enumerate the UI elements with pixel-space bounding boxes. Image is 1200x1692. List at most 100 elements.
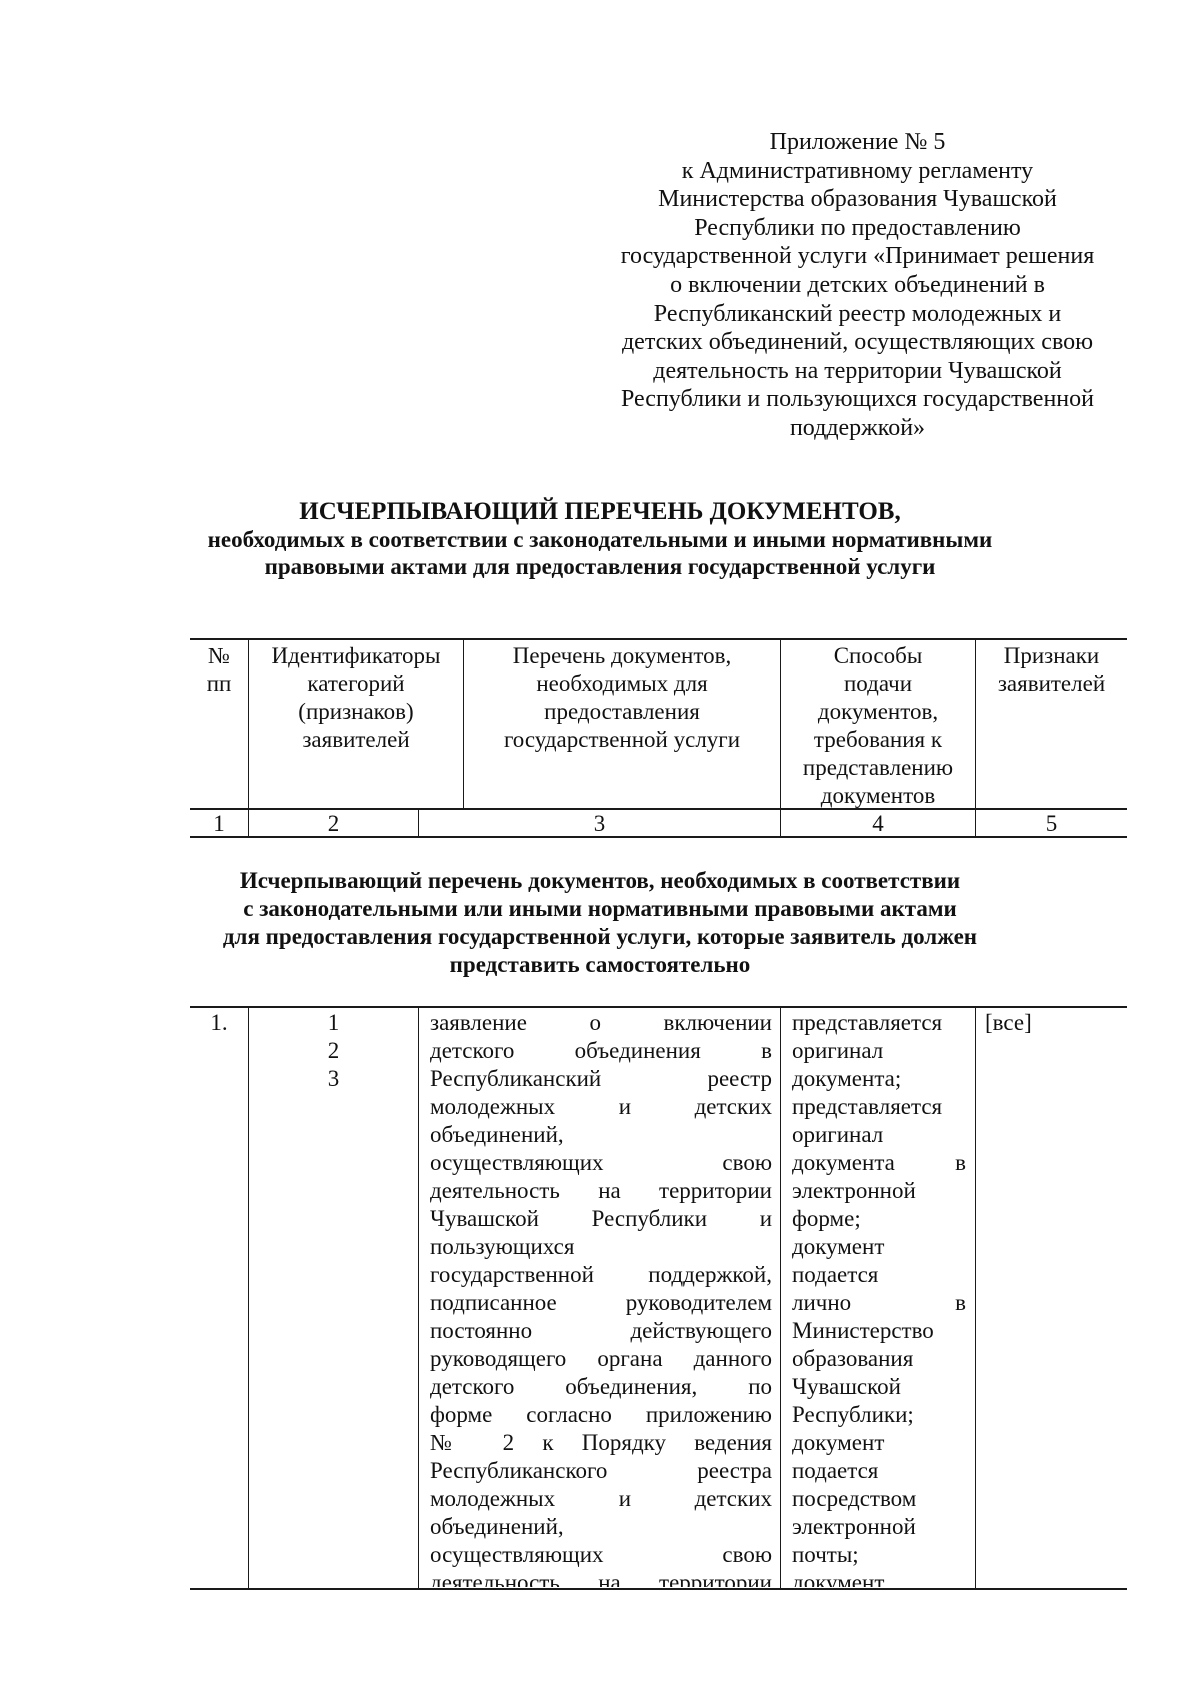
column-number: 1 [213,811,225,836]
header-text: категорий [307,671,405,696]
section-heading: Исчерпывающий перечень документов, необх… [150,867,1050,979]
header-text: представлению [802,755,954,780]
document-line: форме согласно приложению [430,1402,772,1427]
method-line: документ [792,1234,885,1259]
header-col-divider [780,638,781,836]
header-text: (признаков) [298,699,414,724]
column-number: 2 [327,811,340,836]
appendix-line: Приложение № 5 [769,129,946,155]
identifier-item: 3 [327,1066,340,1091]
document-line: осуществляющих свою [430,1542,772,1567]
document-line: руководящего органа данного [430,1346,772,1371]
appendix-line: деятельность на территории Чувашской [653,357,1062,384]
document-line: молодежных и детских [430,1486,772,1511]
body-col-divider [418,1006,419,1588]
header-cell-methods: Способы подачи документов, требования к … [781,642,975,810]
column-number: 3 [593,811,606,836]
method-line: документа; [792,1066,902,1091]
method-line: почты; [792,1542,859,1567]
method-line: посредством [792,1486,917,1511]
header-text: Перечень документов, [512,643,732,668]
method-line: представляется [792,1094,943,1119]
appendix-line: к Административному регламенту [681,157,1034,184]
body-col-divider [248,1006,249,1588]
method-line: подается [792,1458,879,1483]
method-line: документ [792,1430,885,1455]
method-line: оригинал [792,1122,884,1147]
method-line: электронной [792,1178,916,1203]
subtitle-line: правовыми актами для предоставления госу… [264,554,936,579]
header-text: предоставления [544,699,700,724]
method-line: документа в [792,1150,966,1175]
method-line: электронной [792,1514,916,1539]
method-line: Министерство [792,1318,934,1343]
document-line: Чувашской Республики и [430,1206,772,1231]
row-applicant-sign: [все] [985,1010,1032,1035]
method-line: представляется [792,1010,943,1035]
appendix-line: о включении детских объединений в [670,271,1045,298]
header-text: документов [820,783,936,808]
appendix-line: государственной услуги «Принимает решени… [620,243,1095,270]
header-cell-documents: Перечень документов, необходимых для пре… [464,642,780,754]
document-line: Республиканского реестра [430,1458,772,1483]
header-col-divider [418,808,419,836]
document-line: подписанное руководителем [430,1290,772,1315]
column-number: 5 [1045,811,1058,836]
row-number: 1. [210,1010,228,1035]
appendix-line: Министерства образования Чувашской [658,186,1057,213]
header-col-divider [248,638,249,836]
header-text: требования к [813,727,943,752]
document-line: объединений, [430,1514,564,1539]
document-line: постоянно действующего [430,1318,772,1343]
header-table-top-border [190,638,1127,640]
document-title: ИСЧЕРПЫВАЮЩИЙ ПЕРЕЧЕНЬ ДОКУМЕНТОВ, необх… [150,498,1050,580]
header-cell-number: № пп [190,642,248,698]
column-number: 4 [872,811,884,836]
header-text: заявителей [997,671,1106,696]
document-line: заявление о включении [430,1010,772,1035]
header-cell-identifiers: Идентификаторы категорий (признаков) зая… [249,642,463,754]
document-line: осуществляющих свою [430,1150,772,1175]
row-identifiers: 1 2 3 [249,1009,418,1093]
document-line: пользующихся [430,1234,575,1259]
document-line: государственной поддержкой, [430,1262,772,1287]
identifier-item: 1 [327,1010,340,1035]
header-text: Идентификаторы [271,643,441,668]
header-cell-signs: Признаки заявителей [976,642,1127,698]
row-methods: представляется оригинал документа; предс… [792,1009,966,1587]
appendix-line: поддержкой» [789,414,926,441]
header-text: необходимых для [536,671,708,696]
header-text: государственной услуги [503,727,741,752]
document-line: деятельность на территории [430,1570,772,1587]
body-table-top-border [190,1006,1127,1008]
header-text: подачи [843,671,912,696]
appendix-line: Республики по предоставлению [694,214,1021,241]
body-table-bottom-border [190,1588,1127,1590]
body-col-divider [975,1006,976,1588]
section-heading-line: с законодательными или иными нормативным… [243,896,957,921]
section-heading-line: для предоставления государственной услуг… [222,924,978,949]
header-table-mid-border [190,808,1127,810]
header-text: Признаки [1003,643,1100,668]
document-line: детского объединения в [430,1038,772,1063]
document-line: молодежных и детских [430,1094,772,1119]
row-documents: заявление о включении детского объединен… [430,1009,772,1587]
document-line: Республиканский реестр [430,1066,772,1091]
subtitle-line: необходимых в соответствии с законодател… [207,527,993,552]
method-line: оригинал [792,1038,884,1063]
document-line: детского объединения, по [430,1374,772,1399]
body-col-divider [780,1006,781,1588]
identifier-item: 2 [327,1038,340,1063]
appendix-line: Республиканский реестр молодежных и [653,300,1062,327]
appendix-header: Приложение № 5 к Административному регла… [580,128,1135,443]
appendix-line: Республики и пользующихся государственно… [621,386,1094,413]
header-text: пп [206,671,232,696]
document-line: деятельность на территории [430,1178,772,1203]
document-line: № 2 к Порядку ведения [430,1430,772,1455]
header-col-divider [975,638,976,836]
header-text: заявителей [302,727,410,752]
header-text: Способы [833,643,923,668]
main-title: ИСЧЕРПЫВАЮЩИЙ ПЕРЕЧЕНЬ ДОКУМЕНТОВ, [299,498,901,525]
method-line: Республики; [792,1402,914,1427]
header-text: документов, [817,699,939,724]
